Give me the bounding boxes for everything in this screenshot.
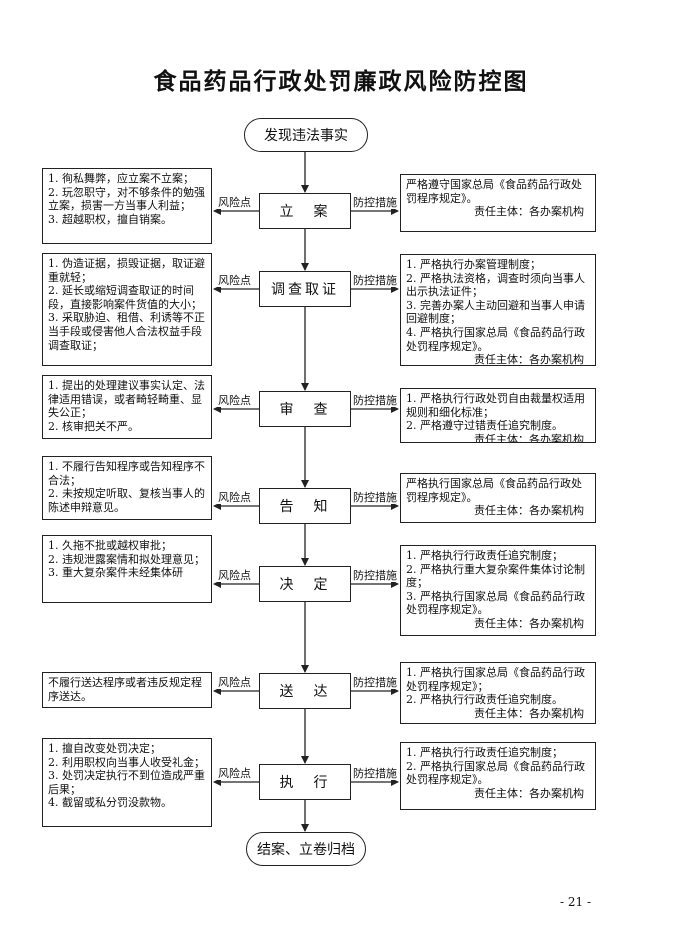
responsible-party: 责任主体：各办案机构 [474,616,584,630]
responsible-party: 责任主体：各办案机构 [474,786,584,800]
step-box: 审 查 [259,391,351,427]
risk-label: 风险点 [217,196,252,209]
measure-box: 1. 严格执行国家总局《食品药品行政处罚程序规定》；2. 严格执行行政责任追究制… [400,662,596,724]
measure-label: 防控措施 [352,491,398,504]
risk-item: 1. 徇私舞弊，应立案不立案； [48,172,194,185]
risk-item: 3. 超越职权，擅自销案。 [48,212,172,226]
end-node: 结案、立卷归档 [246,832,366,866]
risk-item: 2. 未按规定听取、复核当事人的陈述申辩意见。 [48,487,205,514]
responsible-party: 责任主体：各办案机构 [474,205,584,219]
responsible-party: 责任主体：各办案机构 [474,353,584,366]
measure-item: 1. 严格执行行政责任追究制度； [406,746,563,759]
step-box: 执 行 [259,764,351,800]
risk-item: 2. 延长或缩短调查取证的时间段，直接影响案件货值的大小； [48,284,202,311]
risk-box: 1. 久拖不批或越权审批；2. 违规泄露案情和拟处理意见；3. 重大复杂案件未经… [42,535,212,603]
risk-label: 风险点 [217,274,252,287]
risk-label: 风险点 [217,569,252,582]
measure-item: 1. 严格执行行政责任追究制度； [406,549,563,562]
measure-label: 防控措施 [352,767,398,780]
measure-box: 1. 严格执行行政责任追究制度；2. 严格执行国家总局《食品药品行政处罚程序规定… [400,742,596,810]
risk-box: 1. 不履行告知程序或告知程序不合法；2. 未按规定听取、复核当事人的陈述申辩意… [42,456,212,520]
measure-item: 2. 严格执行行政责任追究制度。 [406,693,563,707]
responsible-party: 责任主体：各办案机构 [474,504,584,518]
measure-item: 4. 严格执行国家总局《食品药品行政处罚程序规定》。 [406,325,585,353]
page-number: - 21 - [560,895,592,909]
risk-item: 2. 玩忽职守，对不够条件的勉强立案，损害一方当事人利益； [48,185,205,213]
measure-item: 严格遵守国家总局《食品药品行政处罚程序规定》。 [406,178,582,205]
risk-label: 风险点 [217,491,252,504]
step-box: 调查取证 [259,271,351,307]
risk-item: 1. 擅自改变处罚决定； [48,742,161,755]
risk-item: 1. 提出的处理建议事实认定、法律适用错误，或者畸轻畸重、显失公正； [48,379,205,420]
step-box: 立 案 [259,193,351,229]
step-box: 决 定 [259,566,351,602]
measure-box: 1. 严格执行行政处罚自由裁量权适用规则和细化标准；2. 严格遵守过错责任追究制… [400,388,596,443]
measure-item: 3. 严格执行国家总局《食品药品行政处罚程序规定》。 [406,589,585,617]
measure-item: 2. 严格执行重大复杂案件集体讨论制度； [406,562,585,590]
measure-item: 2. 严格遵守过错责任追究制度。 [406,419,563,433]
risk-item: 2. 利用职权向当事人收受礼金； [48,755,205,769]
risk-item: 1. 伪造证据，损毁证据，取证避重就轻； [48,257,205,284]
start-node: 发现违法事实 [244,118,368,152]
measure-item: 1. 严格执行办案管理制度； [406,258,541,271]
measure-box: 1. 严格执行办案管理制度；2. 严格执法资格，调查时须向当事人出示执法证件；3… [400,254,596,366]
measure-label: 防控措施 [352,676,398,689]
risk-item: 2. 违规泄露案情和拟处理意见； [48,552,205,566]
measure-label: 防控措施 [352,274,398,287]
step-box: 送 达 [259,673,351,709]
page-title: 食品药品行政处罚廉政风险防控图 [153,69,529,95]
risk-item: 3. 处罚决定执行不到位造成严重后果； [48,769,205,796]
risk-item: 不履行送达程序或者违反规定程序送达。 [48,676,202,703]
risk-item: 1. 不履行告知程序或告知程序不合法； [48,460,205,487]
measure-item: 3. 完善办案人主动回避和当事人申请回避制度； [406,298,585,326]
measure-box: 1. 严格执行行政责任追究制度；2. 严格执行重大复杂案件集体讨论制度；3. 严… [400,545,596,636]
risk-item: 4. 截留或私分罚没款物。 [48,796,172,810]
measure-item: 2. 严格执行国家总局《食品药品行政处罚程序规定》。 [406,759,585,787]
measure-item: 2. 严格执法资格，调查时须向当事人出示执法证件； [406,271,585,299]
risk-box: 1. 提出的处理建议事实认定、法律适用错误，或者畸轻畸重、显失公正；2. 核审把… [42,375,212,439]
risk-item: 3. 采取胁迫、租借、利诱等不正当手段或侵害他人合法权益手段调查取证； [48,311,205,352]
measure-label: 防控措施 [352,394,398,407]
measure-box: 严格遵守国家总局《食品药品行政处罚程序规定》。责任主体：各办案机构 [400,174,596,232]
responsible-party: 责任主体：各办案机构 [474,432,584,443]
measure-label: 防控措施 [352,569,398,582]
risk-item: 1. 久拖不批或越权审批； [48,539,172,552]
measure-item: 1. 严格执行国家总局《食品药品行政处罚程序规定》； [406,666,585,693]
risk-box: 不履行送达程序或者违反规定程序送达。 [42,672,212,708]
measure-label: 防控措施 [352,196,398,209]
measure-box: 严格执行国家总局《食品药品行政处罚程序规定》。责任主体：各办案机构 [400,473,596,523]
risk-label: 风险点 [217,767,252,780]
risk-item: 3. 重大复杂案件未经集体研 [48,566,183,580]
risk-box: 1. 伪造证据，损毁证据，取证避重就轻；2. 延长或缩短调查取证的时间段，直接影… [42,253,212,366]
risk-item: 2. 核审把关不严。 [48,419,139,433]
measure-item: 严格执行国家总局《食品药品行政处罚程序规定》。 [406,477,582,504]
risk-box: 1. 徇私舞弊，应立案不立案；2. 玩忽职守，对不够条件的勉强立案，损害一方当事… [42,168,212,244]
responsible-party: 责任主体：各办案机构 [474,706,584,720]
risk-label: 风险点 [217,676,252,689]
step-box: 告 知 [259,488,351,524]
risk-box: 1. 擅自改变处罚决定；2. 利用职权向当事人收受礼金；3. 处罚决定执行不到位… [42,738,212,827]
risk-label: 风险点 [217,394,252,407]
measure-item: 1. 严格执行行政处罚自由裁量权适用规则和细化标准； [406,392,585,419]
